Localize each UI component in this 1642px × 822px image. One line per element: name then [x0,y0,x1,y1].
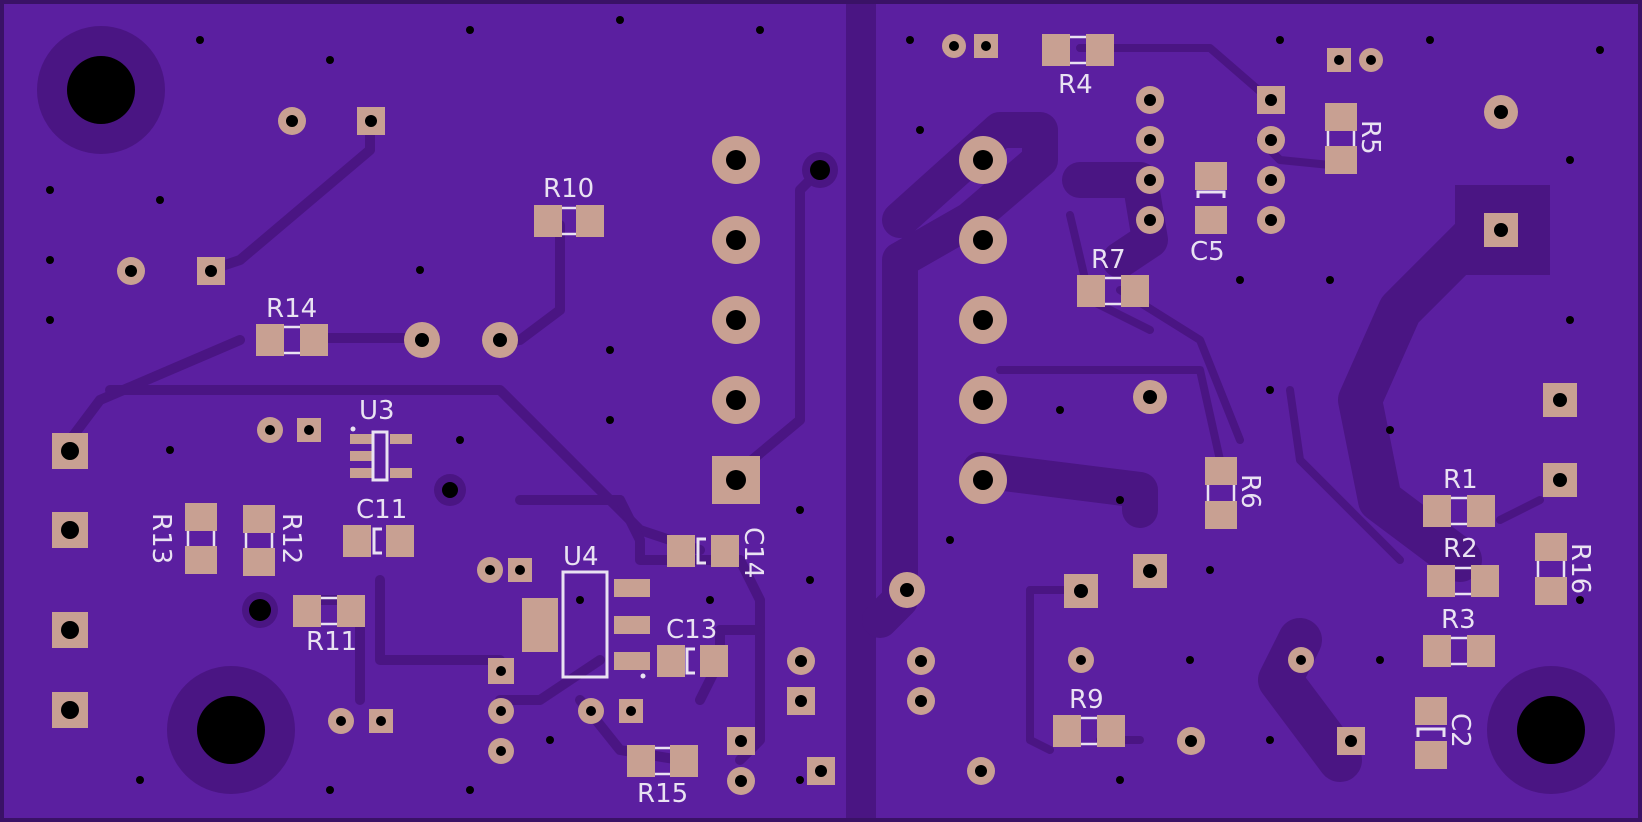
label-c14: C14 [738,527,768,578]
large-vias [242,152,838,628]
label-r13: R13 [146,513,176,564]
label-r4: R4 [1058,70,1093,100]
u4-footprint [522,570,650,679]
center-split [846,4,876,818]
label-c11: C11 [356,495,407,525]
mounting-holes [37,26,1615,794]
label-r5: R5 [1355,120,1385,155]
label-u3: U3 [359,396,395,426]
label-r11: R11 [306,627,357,657]
label-r12: R12 [276,513,306,564]
silk-marks [186,35,1566,776]
label-c2: C2 [1445,713,1475,748]
smd-pads [185,34,1567,777]
silk-labels: R10 R14 U3 C11 R13 R12 R11 U4 C14 C13 R1… [146,70,1595,809]
label-r10: R10 [543,174,594,204]
silk-cap-marks [372,190,1446,737]
label-r2: R2 [1443,534,1478,564]
label-r3: R3 [1441,605,1476,635]
label-c5: C5 [1190,237,1225,267]
u3-footprint [350,426,412,482]
label-u4: U4 [563,542,599,572]
label-r14: R14 [266,294,317,324]
vias [46,16,1604,794]
th-pads [52,34,1577,795]
label-r1: R1 [1443,465,1478,495]
label-r6: R6 [1235,474,1265,509]
label-r16: R16 [1565,543,1595,594]
label-r7: R7 [1091,245,1126,275]
label-r15: R15 [637,779,688,809]
label-r9: R9 [1069,685,1104,715]
label-c13: C13 [666,615,717,645]
